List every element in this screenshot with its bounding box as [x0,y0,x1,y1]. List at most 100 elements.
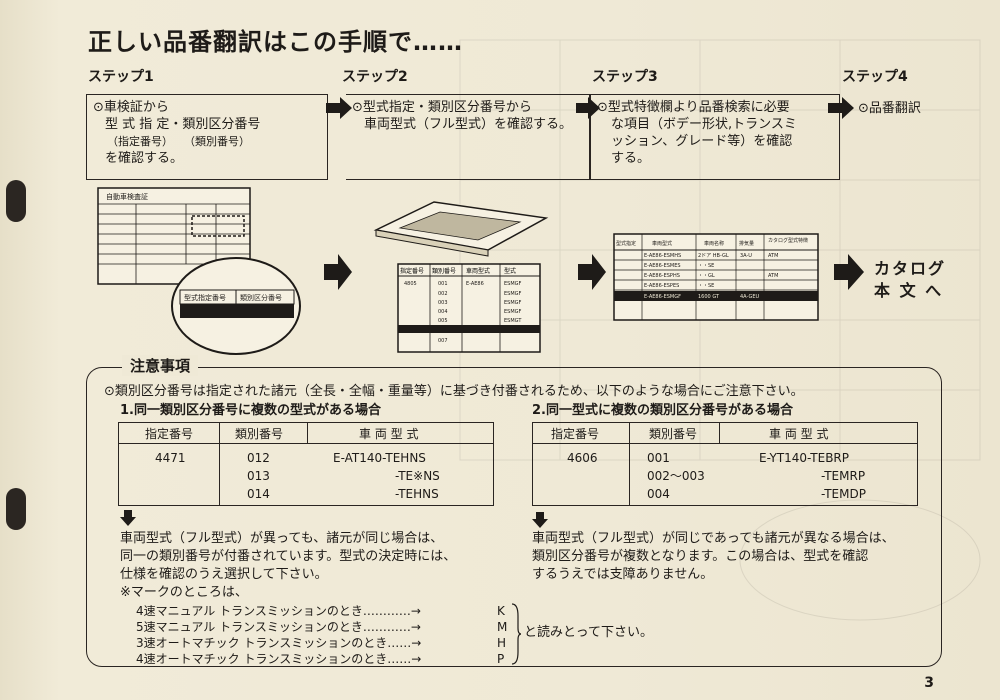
feature-cell: E-AE86-ESMHS [644,253,681,259]
arrow-right-icon [578,254,606,290]
case-1-header: 類別番号 [235,427,284,441]
book-table-header: 車両型式 [466,267,490,275]
case-2-explanation: 車両型式（フル型式）が同じであっても諸元が異なる場合は、 [532,531,895,546]
feature-table-illustration: 型式指定 車両型式 車両名称 排気量 カタログ型式特徴 E-AE86-ESMHS… [613,233,819,321]
feature-cell: E-AE86-ESPES [644,283,679,289]
book-cell: 005 [438,318,448,324]
case-2-model: -TEMRP [821,469,866,483]
step-3-line: ッション、グレード等）を確認 [611,134,793,149]
step-1-line: ⊙車検証から [93,100,169,115]
code-row-text: 4速マニュアル トランスミッションのとき…………→ [136,604,421,618]
step-1-label: ステップ1 [88,69,154,85]
case-2-class: 001 [647,451,670,465]
zoom-header-designation: 型式指定番号 [184,293,226,302]
feature-cell: 1600 GT [698,294,720,300]
arrow-down-icon [120,510,136,526]
case-2-header: 類別番号 [649,427,698,441]
case-2-heading: 2.同一型式に複数の類別区分番号がある場合 [532,403,793,418]
case-1-model: E-AT140-TEHNS [333,451,426,465]
feature-cell: ・・SE [698,283,714,289]
feature-cell: E-AE86-ESPHS [644,273,680,279]
catalog-line: 本 文 へ [874,281,944,300]
case-1-read-as: と読みとって下さい。 [524,625,653,640]
code-row-text: 4速オートマチック トランスミッションのとき……→ [136,652,422,666]
certificate-heading: 自動車検査証 [106,192,148,201]
code-row-text: 5速マニュアル トランスミッションのとき…………→ [136,620,421,634]
feature-cell: ・・GL [698,273,715,279]
arrow-right-icon [324,254,352,290]
feature-cell: ATM [768,273,778,279]
book-cell: ESMGF [504,281,522,287]
feature-cell: E-AE86-ESMGF [644,294,681,300]
case-2-model: E-YT140-TEBRP [759,451,849,465]
step-1-line: （指定番号） （類別番号） [107,135,250,148]
feature-cell: 2ドア HB-GL [698,253,729,259]
book-cell: ESMGF [504,309,522,315]
arrow-down-icon [532,512,548,528]
case-1-header: 指定番号 [145,427,194,441]
case-2-class: 004 [647,487,670,501]
brace-icon [511,603,522,665]
case-1-explanation: 車両型式（フル型式）が異っても、諸元が同じ場合は、 [120,531,444,546]
case-1-explanation: 同一の類別番号が付番されています。型式の決定時には、 [120,549,457,564]
binder-hole [6,488,26,530]
case-2-class: 002～003 [647,469,705,483]
case-1-class: 012 [247,451,270,465]
case-2-designation: 4606 [567,451,598,465]
feature-cell: 4A-GEU [740,294,760,300]
code-row-code: P [497,652,505,666]
feature-table-header: カタログ型式特徴 [768,237,808,244]
zoom-header-class: 類別区分番号 [240,293,282,302]
case-2-explanation: 類別区分番号が複数となります。この場合は、型式を確認 [532,549,869,564]
step-4-line: ⊙品番翻訳 [858,101,921,116]
step-2-label: ステップ2 [342,69,408,85]
book-cell: 4805 [404,281,417,287]
case-2-table: 指定番号 類別番号 車 両 型 式 4606 001 002～003 004 E… [532,422,918,506]
page-number: 3 [924,675,934,691]
case-1-designation: 4471 [155,451,186,465]
arrow-right-icon [834,254,864,290]
case-1-heading: 1.同一類別区分番号に複数の型式がある場合 [120,403,381,418]
book-cell: ESMGF [504,300,522,306]
book-cell: 003 [438,300,448,306]
step-3-line: な項目（ボデー形状,トランスミ [611,117,797,132]
step-2-box: ⊙型式指定・類別区分番号から 車両型式（フル型式）を確認する。 [346,94,590,180]
feature-cell: ATM [768,253,778,259]
book-cell: ESMGT [504,318,522,324]
case-1-class: 014 [247,487,270,501]
feature-table-header: 車両名称 [704,240,724,247]
case-1-table: 指定番号 類別番号 車 両 型 式 4471 012 013 014 E-AT1… [118,422,494,506]
case-2-explanation: するうえでは支障ありません。 [532,567,714,582]
book-cell: 004 [438,309,448,315]
arrow-right-icon [326,97,352,119]
page-title: 正しい品番翻訳はこの手順で…… [88,28,463,56]
notes-intro: ⊙類別区分番号は指定された諸元（全長・全幅・重量等）に基づき付番されるため、以下… [104,384,804,399]
binder-hole [6,180,26,222]
catalog-text-link: カタログ 本 文 へ [874,258,946,302]
feature-cell: ・・SE [698,263,714,269]
step-3-label: ステップ3 [592,69,658,85]
code-row-code: M [497,620,508,634]
inspection-certificate-illustration: 自動車検査証 型式指定番号 類別区分番号 [97,187,301,355]
notes-frame [86,367,942,667]
case-2-header: 車 両 型 式 [769,427,829,441]
feature-cell: E-AE86-ESMES [644,263,681,269]
feature-table-header: 排気量 [739,240,754,247]
notes-title: 注意事項 [122,355,199,376]
step-2-line: 車両型式（フル型式）を確認する。 [364,117,573,132]
book-cell: E-AE86 [466,281,484,287]
step-1-line: を確認する。 [105,151,184,166]
model-list-book-illustration: 指定番号 類別番号 車両型式 型式 4805 001 E-AE86 ESMGF … [373,201,549,353]
feature-cell: 3A-U [740,253,752,259]
arrow-right-icon [828,97,854,119]
book-cell: 002 [438,291,448,297]
arrow-right-icon [576,97,600,119]
code-row-code: H [497,636,507,650]
step-1-box: ⊙車検証から 型 式 指 定・類別区分番号 （指定番号） （類別番号） を確認す… [86,94,328,180]
step-2-line: ⊙型式指定・類別区分番号から [352,100,532,115]
step-3-line: する。 [611,151,651,166]
feature-table-header: 型式指定 [616,240,636,247]
case-1-explanation: ※マークのところは、 [120,585,248,600]
